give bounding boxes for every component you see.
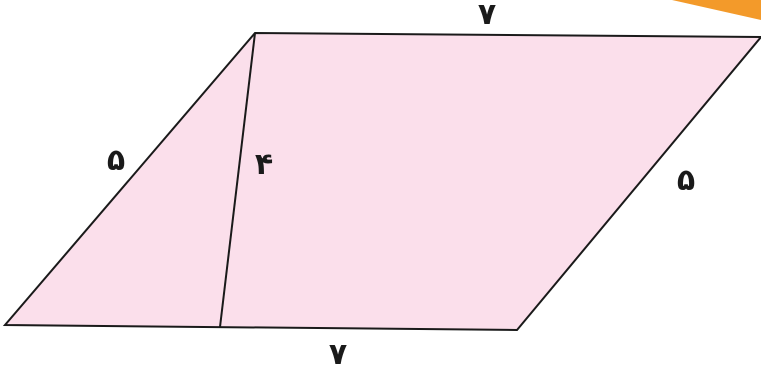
top-side-label: ۷: [478, 0, 496, 32]
height-label: ۴: [255, 147, 273, 182]
height-line: [219, 32, 256, 328]
right-side-label: ۵: [677, 163, 695, 198]
corner-accent: [672, 0, 761, 20]
left-side-label: ۵: [107, 143, 125, 178]
parallelogram: [2, 31, 761, 332]
bottom-side-label: ۷: [329, 337, 347, 372]
